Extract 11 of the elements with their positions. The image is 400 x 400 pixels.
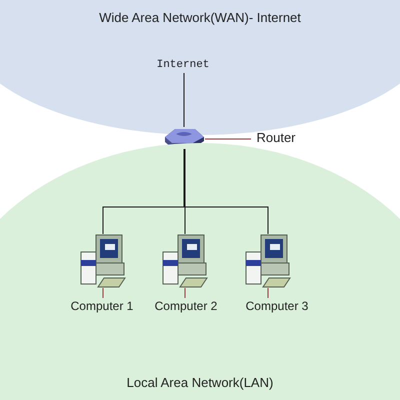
leader-line [102, 288, 104, 298]
cloud-label: Internet [155, 57, 211, 73]
connection-line [184, 148, 186, 234]
region-title: Local Area Network(LAN) [126, 375, 274, 391]
region-title: Wide Area Network(WAN)- Internet [98, 10, 302, 26]
device-label: Router [251, 130, 301, 146]
device-label: Computer 2 [148, 298, 224, 314]
leader-line [184, 288, 186, 298]
device-label: Computer 3 [239, 298, 315, 314]
leader-line [204, 138, 252, 140]
device-label: Computer 1 [64, 298, 140, 314]
